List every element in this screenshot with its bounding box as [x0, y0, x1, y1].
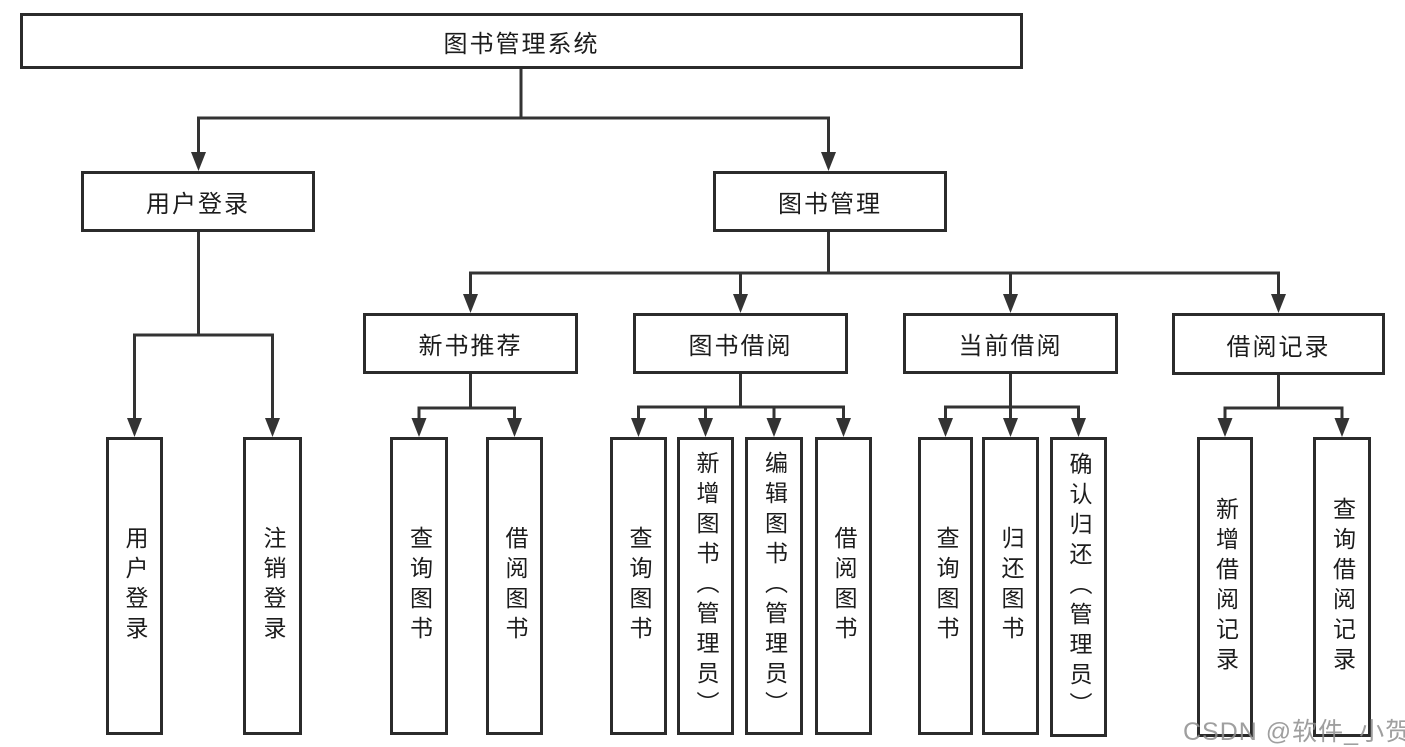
leaf-add-borrow-record: 新增借阅记录 — [1197, 437, 1253, 737]
node-label: 编辑图书（管理员） — [761, 451, 788, 721]
leaf-edit-book-admin: 编辑图书（管理员） — [745, 437, 803, 735]
node-label: 借阅图书 — [502, 526, 528, 646]
arrow-down-icon — [127, 418, 142, 437]
node-label: 确认归还（管理员） — [1066, 452, 1092, 722]
arrow-down-icon — [463, 294, 478, 313]
leaf-user-login: 用户登录 — [106, 437, 163, 735]
arrow-down-icon — [411, 418, 427, 437]
leaf-query-books-2: 查询图书 — [610, 437, 667, 735]
node-label: 查询图书 — [933, 526, 959, 646]
node-current-borrow: 当前借阅 — [903, 313, 1118, 374]
node-label: 新书推荐 — [418, 333, 523, 360]
node-label: 新增图书（管理员） — [693, 451, 719, 721]
node-label: 图书借阅 — [688, 333, 793, 360]
arrow-down-icon — [733, 294, 748, 313]
connector-book-management-children — [463, 231, 1286, 313]
arrow-down-icon — [507, 418, 522, 437]
connector-new-book-recommend-children — [411, 372, 522, 437]
arrow-down-icon — [265, 418, 280, 437]
node-book-management: 图书管理 — [713, 171, 947, 232]
arrow-down-icon — [191, 152, 206, 171]
node-label: 图书管理 — [778, 191, 882, 218]
node-label: 查询借阅记录 — [1329, 497, 1356, 677]
arrow-down-icon — [836, 418, 851, 437]
connector-borrow-records-children — [1217, 372, 1350, 437]
connector-root-to-level2 — [191, 68, 836, 171]
connector-user-login-children — [127, 231, 280, 437]
node-label: 查询图书 — [406, 526, 433, 646]
arrow-down-icon — [1003, 418, 1018, 437]
node-label: 新增借阅记录 — [1212, 497, 1239, 677]
node-label: 归还图书 — [998, 526, 1024, 646]
leaf-confirm-return-admin: 确认归还（管理员） — [1050, 437, 1107, 737]
node-label: 用户登录 — [146, 191, 250, 218]
node-label: 借阅记录 — [1226, 333, 1331, 361]
node-label: 借阅图书 — [831, 526, 857, 646]
leaf-return-book: 归还图书 — [982, 437, 1039, 735]
node-label: 查询图书 — [626, 526, 652, 646]
connector-book-borrow-children — [631, 372, 851, 437]
arrow-down-icon — [1003, 294, 1018, 313]
leaf-logout-login: 注销登录 — [243, 437, 302, 735]
node-label: 用户登录 — [122, 526, 148, 646]
node-root: 图书管理系统 — [20, 13, 1023, 69]
leaf-query-books-3: 查询图书 — [918, 437, 973, 735]
node-label: 当前借阅 — [958, 333, 1063, 360]
leaf-query-books-1: 查询图书 — [390, 437, 448, 735]
arrow-down-icon — [698, 418, 713, 437]
connector-current-borrow-children — [938, 372, 1086, 437]
node-book-borrow: 图书借阅 — [633, 313, 848, 374]
arrow-down-icon — [766, 418, 782, 437]
node-new-book-recommend: 新书推荐 — [363, 313, 578, 374]
arrow-down-icon — [1071, 418, 1086, 437]
arrow-down-icon — [1271, 294, 1286, 313]
arrow-down-icon — [631, 418, 646, 437]
node-user-login: 用户登录 — [81, 171, 315, 232]
node-borrow-records: 借阅记录 — [1172, 313, 1385, 375]
arrow-down-icon — [821, 152, 836, 171]
arrow-down-icon — [938, 418, 953, 437]
arrow-down-icon — [1217, 418, 1233, 437]
arrow-down-icon — [1334, 418, 1350, 437]
leaf-add-book-admin: 新增图书（管理员） — [677, 437, 734, 735]
node-label: 注销登录 — [260, 526, 286, 646]
leaf-borrow-books-2: 借阅图书 — [815, 437, 872, 735]
csdn-watermark: CSDN @软件_小贺同学 — [1183, 718, 1405, 746]
leaf-borrow-books-1: 借阅图书 — [486, 437, 543, 735]
node-label: 图书管理系统 — [443, 30, 600, 58]
leaf-query-borrow-record: 查询借阅记录 — [1313, 437, 1371, 737]
